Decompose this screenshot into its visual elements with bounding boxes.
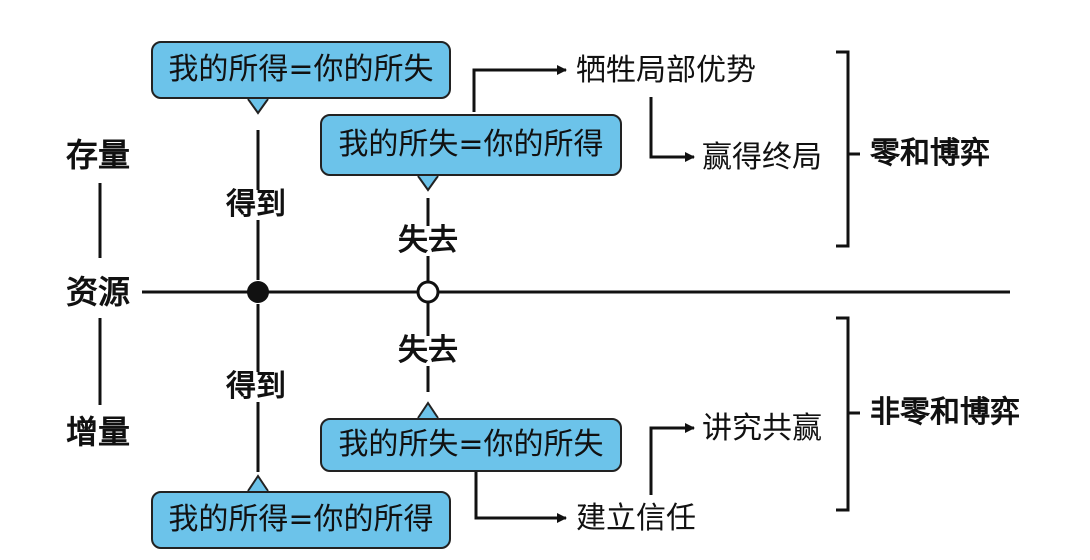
increment-label: 增量 [66, 413, 131, 451]
non-zero-sum-bracket [836, 316, 850, 512]
bottom-lose-bubble-text: 我的所失=你的所失 [338, 427, 604, 462]
win-win-label: 讲究共赢 [702, 411, 822, 446]
bottom-gain-bubble-pointer [247, 474, 269, 492]
lose-label-top: 失去 [396, 223, 460, 258]
bottom-gain-bubble-text: 我的所得=你的所得 [168, 502, 434, 537]
top-lose-bubble-pointer [417, 175, 439, 192]
zero-sum-label: 零和博弈 [870, 136, 990, 171]
top-gain-bubble: 我的所得=你的所失 [151, 41, 451, 99]
bottom-gain-bubble: 我的所得=你的所得 [151, 491, 451, 549]
connector-win-endgame [649, 97, 695, 162]
bottom-lose-bubble: 我的所失=你的所失 [320, 418, 622, 472]
bottom-lose-bubble-pointer [417, 401, 439, 419]
connector-build-trust [474, 470, 567, 523]
lose-dot [416, 280, 440, 304]
top-lose-bubble-text: 我的所失=你的所得 [338, 127, 604, 162]
gain-label-top: 得到 [224, 187, 288, 222]
top-gain-bubble-pointer [247, 98, 269, 115]
top-gain-bubble-text: 我的所得=你的所失 [168, 52, 434, 87]
build-trust-label: 建立信任 [576, 501, 696, 536]
win-endgame-label: 赢得终局 [702, 140, 822, 175]
stock-label: 存量 [66, 136, 131, 174]
top-lose-bubble: 我的所失=你的所得 [320, 114, 622, 176]
non-zero-sum-label: 非零和博弈 [870, 395, 1020, 430]
sacrifice-label: 牺牲局部优势 [576, 53, 756, 88]
gain-dot [247, 281, 269, 303]
gain-label-bottom: 得到 [224, 369, 288, 404]
lose-label-bottom: 失去 [396, 333, 460, 368]
connector-sacrifice [472, 65, 567, 112]
zero-sum-bracket [836, 50, 850, 248]
connector-win-win [649, 423, 695, 495]
resource-label: 资源 [66, 273, 131, 311]
